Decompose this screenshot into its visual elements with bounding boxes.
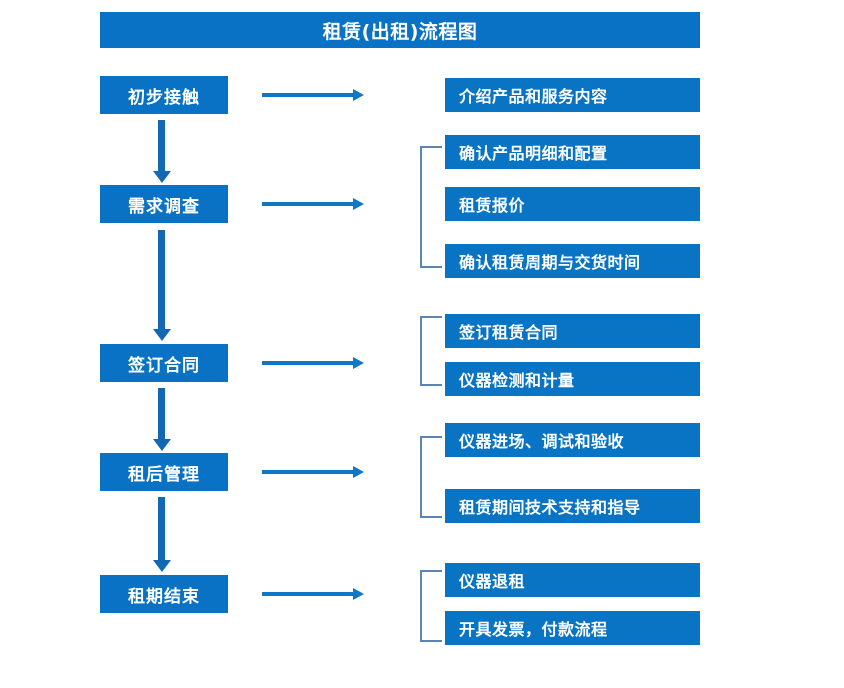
- group-bracket-4: [420, 570, 442, 642]
- detail-box-6[interactable]: 仪器检测和计量: [445, 362, 700, 396]
- group-bracket-1: [420, 146, 442, 268]
- horizontal-arrow-4: [262, 470, 354, 474]
- stage-box-4[interactable]: 租后管理: [100, 453, 228, 491]
- vertical-arrow-2: [158, 230, 165, 330]
- horizontal-arrow-5: [262, 592, 354, 596]
- detail-box-3[interactable]: 租赁报价: [445, 187, 700, 221]
- detail-box-2[interactable]: 确认产品明细和配置: [445, 135, 700, 169]
- stage-box-5[interactable]: 租期结束: [100, 575, 228, 613]
- group-bracket-3: [420, 436, 442, 518]
- stage-box-2[interactable]: 需求调查: [100, 185, 228, 223]
- vertical-arrow-3: [158, 388, 165, 440]
- vertical-arrow-4: [158, 497, 165, 561]
- horizontal-arrow-1: [262, 93, 354, 97]
- group-bracket-2: [420, 316, 442, 386]
- stage-box-1[interactable]: 初步接触: [100, 76, 228, 114]
- stage-box-3[interactable]: 签订合同: [100, 344, 228, 382]
- horizontal-arrow-3: [262, 361, 354, 365]
- detail-box-8[interactable]: 租赁期间技术支持和指导: [445, 489, 700, 523]
- detail-box-9[interactable]: 仪器退租: [445, 563, 700, 597]
- detail-box-10[interactable]: 开具发票，付款流程: [445, 611, 700, 645]
- detail-box-7[interactable]: 仪器进场、调试和验收: [445, 423, 700, 457]
- detail-box-5[interactable]: 签订租赁合同: [445, 314, 700, 348]
- horizontal-arrow-2: [262, 202, 354, 206]
- detail-box-1[interactable]: 介绍产品和服务内容: [445, 78, 700, 112]
- detail-box-4[interactable]: 确认租赁周期与交货时间: [445, 244, 700, 278]
- page-title: 租赁(出租)流程图: [100, 12, 700, 48]
- vertical-arrow-1: [158, 120, 165, 172]
